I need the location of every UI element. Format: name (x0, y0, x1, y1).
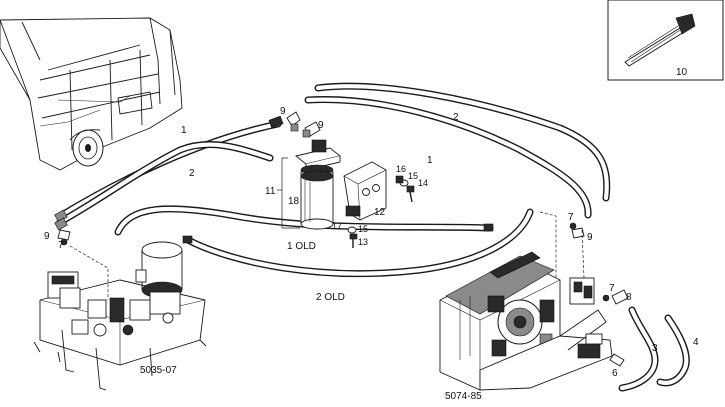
callout-9-left: 9 (44, 231, 50, 242)
hose-fittings (54, 115, 494, 244)
elbow-fitting-9-top-left (286, 111, 301, 132)
callout-2-left: 2 (189, 168, 195, 179)
callout-16: 16 (396, 164, 406, 174)
callout-8: 8 (626, 292, 632, 303)
callout-12: 12 (374, 207, 386, 218)
callout-17: 17 (332, 221, 342, 231)
callout-9-top-left: 9 (280, 106, 286, 117)
callout-9-right: 9 (587, 232, 593, 243)
bolt-14 (406, 185, 415, 203)
bus-illustration (0, 17, 183, 171)
hose-4 (656, 314, 690, 387)
hose-1-old (114, 205, 494, 236)
inset-box: 10 (607, 0, 724, 81)
elbow-fitting-9-top-right (302, 121, 321, 138)
hose-3 (618, 306, 659, 392)
callout-13: 13 (358, 237, 368, 247)
callout-4: 4 (693, 337, 699, 348)
callout-6: 6 (612, 368, 618, 379)
fitting-8 (602, 289, 629, 305)
callout-7-lower: 7 (609, 283, 615, 294)
callout-7-right: 7 (568, 212, 574, 223)
elbow-fitting-9-right (569, 222, 585, 239)
bolt-13 (349, 233, 358, 248)
ref-number-right: 5074-85 (445, 391, 482, 402)
callout-10: 10 (676, 67, 688, 78)
hose-1-right (304, 96, 592, 219)
air-dryer-assembly (33, 241, 207, 391)
washer-15-bottom (347, 226, 357, 234)
hose-2-old (184, 208, 534, 278)
hose-2-left (56, 141, 274, 226)
fitting-6 (609, 353, 625, 367)
callout-15-top: 15 (408, 171, 418, 181)
callout-14: 14 (418, 178, 428, 188)
label-hose-2-old: 2 OLD (316, 292, 345, 303)
nut-16 (395, 175, 404, 184)
callout-2-right: 2 (453, 112, 459, 123)
callout-18: 18 (288, 196, 300, 207)
compressor-assembly (439, 211, 613, 391)
elbow-fitting-9-left (57, 229, 71, 246)
callout-1-right: 1 (427, 155, 433, 166)
callout-3: 3 (652, 343, 658, 354)
callout-9-top-right: 9 (318, 120, 324, 131)
callout-7-left: 7 (58, 240, 64, 251)
hose-2-right (314, 82, 611, 202)
callout-11: 11 (265, 186, 276, 197)
bracket-12 (343, 161, 387, 221)
label-hose-1-old: 1 OLD (287, 241, 316, 252)
callout-15-bottom: 15 (358, 224, 368, 234)
cable-tie-part (624, 13, 696, 67)
ref-number-left: 5035-07 (140, 365, 177, 376)
filter-assembly (277, 139, 342, 230)
callout-1-left: 1 (181, 125, 187, 136)
